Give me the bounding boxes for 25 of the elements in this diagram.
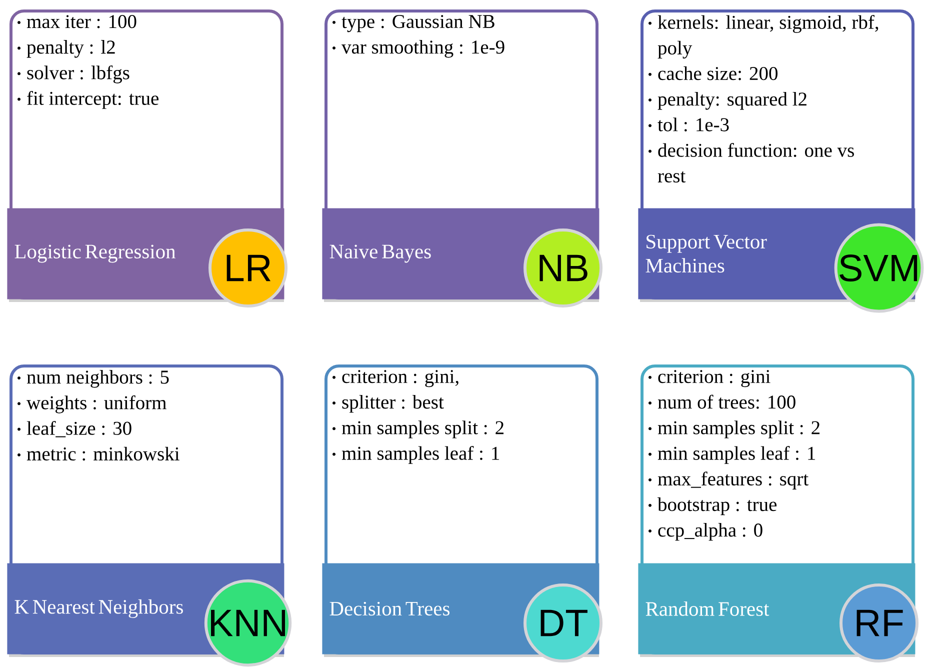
parameter-item: num of trees: 100	[658, 394, 796, 409]
parameter-item: splitter : best	[342, 395, 444, 413]
parameter-item: tol : 1e-3	[658, 118, 729, 132]
parameter-item: var smoothing : 1e-9	[342, 40, 504, 58]
parameter-item: min samples split : 2	[342, 420, 504, 438]
parameter-item: cache size: 200	[658, 66, 778, 80]
parameter-item: penalty : l2	[26, 40, 115, 58]
parameter-item: min samples leaf : 1	[658, 446, 816, 464]
parameter-item: leaf_size : 30	[26, 421, 132, 438]
parameter-item: type : Gaussian NB	[342, 15, 494, 32]
parameter-item: max_features : sqrt	[658, 472, 808, 490]
parameter-item: min samples split : 2	[658, 420, 820, 438]
parameter-item: ccp_alpha : 0	[658, 523, 762, 541]
parameter-item: decision function: one vs rest	[658, 143, 854, 183]
parameter-item: metric : minkowski	[26, 446, 180, 461]
parameter-item: min samples leaf : 1	[342, 446, 500, 464]
parameter-item: penalty: squared l2	[658, 92, 806, 110]
parameter-item: solver : lbfgs	[27, 65, 130, 84]
parameter-item: weights : uniform	[26, 395, 166, 414]
parameter-item: fit intercept: true	[27, 91, 158, 109]
parameter-item: max iter : 100	[26, 15, 136, 28]
parameter-item: num neighbors : 5	[26, 370, 169, 388]
parameter-item: bootstrap : true	[658, 497, 777, 516]
parameter-item: criterion : gini	[658, 370, 770, 388]
parameter-item: criterion : gini,	[342, 370, 458, 388]
